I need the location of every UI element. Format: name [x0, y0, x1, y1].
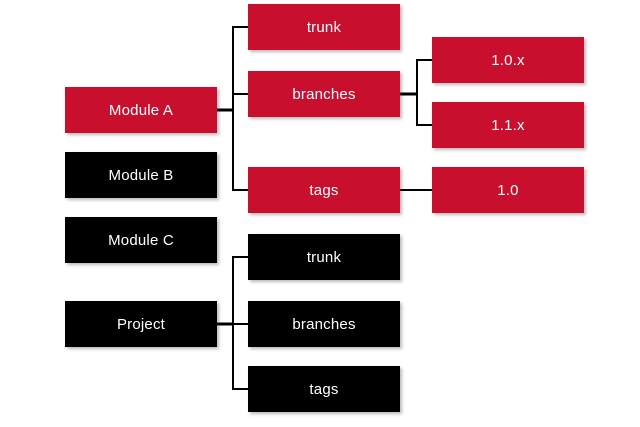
node-module-b: Module B	[65, 152, 217, 198]
node-branches-red: branches	[248, 71, 400, 117]
node-trunk-black: trunk	[248, 234, 400, 280]
node-version-1-0-x: 1.0.x	[432, 37, 584, 83]
node-version-1-0: 1.0	[432, 167, 584, 213]
node-module-a: Module A	[65, 87, 217, 133]
node-project: Project	[65, 301, 217, 347]
node-tags-black: tags	[248, 366, 400, 412]
node-version-1-1-x: 1.1.x	[432, 102, 584, 148]
node-module-c: Module C	[65, 217, 217, 263]
node-branches-black: branches	[248, 301, 400, 347]
node-tags-red: tags	[248, 167, 400, 213]
node-trunk-red: trunk	[248, 4, 400, 50]
